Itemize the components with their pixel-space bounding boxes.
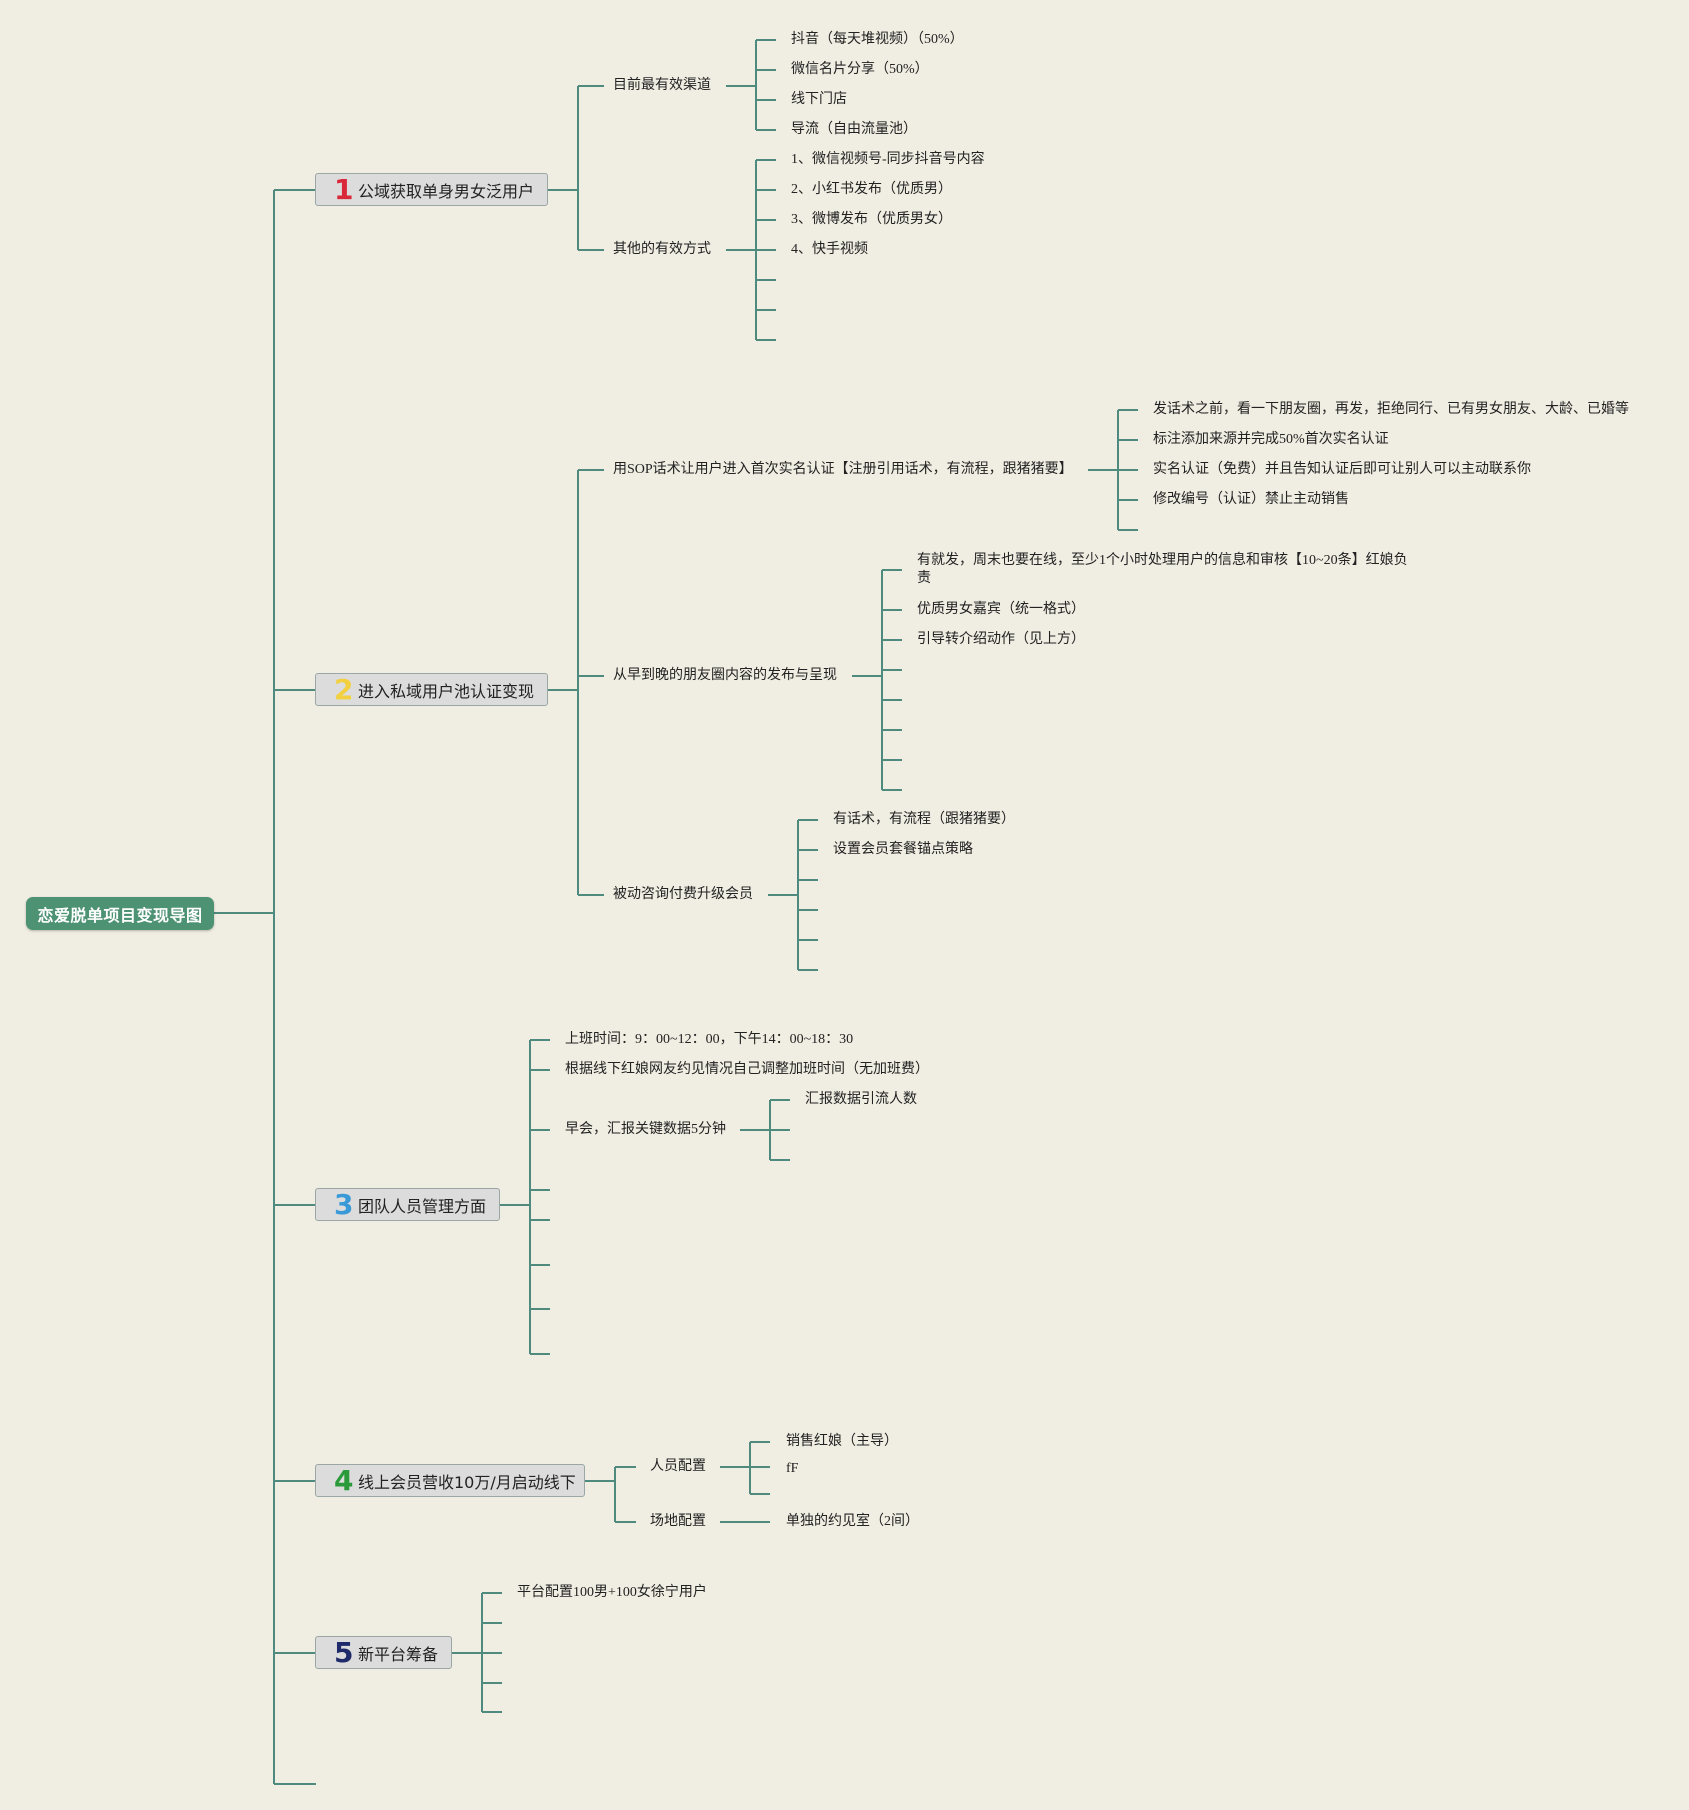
root-topic[interactable]: 恋爱脱单项目变现导图: [26, 897, 214, 930]
leaf-topic[interactable]: fF: [786, 1461, 799, 1476]
subtopic[interactable]: 根据线下红娘网友约见情况自己调整加班时间（无加班费）: [565, 1062, 929, 1077]
leaf-topic[interactable]: 微信名片分享（50%）: [791, 62, 929, 77]
leaf-topic[interactable]: 实名认证（免费）并且告知认证后即可让别人可以主动联系你: [1153, 462, 1531, 477]
leaf-topic[interactable]: 发话术之前，看一下朋友圈，再发，拒绝同行、已有男女朋友、大龄、已婚等: [1153, 402, 1629, 417]
leaf-topic[interactable]: 优质男女嘉宾（统一格式）: [917, 602, 1085, 617]
number-4-icon: 4: [334, 1463, 354, 1497]
number-3-icon: 3: [334, 1187, 354, 1221]
leaf-topic[interactable]: 汇报数据引流人数: [805, 1092, 917, 1107]
leaf-topic[interactable]: 标注添加来源并完成50%首次实名认证: [1153, 432, 1389, 447]
branch-3-title: 团队人员管理方面: [358, 1196, 487, 1216]
subtopic[interactable]: 人员配置: [650, 1459, 706, 1474]
subtopic[interactable]: 用SOP话术让用户进入首次实名认证【注册引用话术，有流程，跟猪猪要】: [613, 462, 1073, 477]
branch-1-title: 公域获取单身男女泛用户: [358, 181, 535, 201]
number-5-icon: 5: [334, 1635, 354, 1669]
leaf-topic[interactable]: 抖音（每天堆视频）（50%）: [791, 32, 964, 47]
branch-1-topic[interactable]: 1 公域获取单身男女泛用户: [315, 173, 548, 206]
subtopic[interactable]: 平台配置100男+100女徐宁用户: [517, 1585, 707, 1600]
number-1-icon: 1: [334, 172, 354, 206]
branch-4-topic[interactable]: 4 线上会员营收10万/月启动线下: [315, 1464, 585, 1497]
leaf-topic[interactable]: 2、小红书发布（优质男）: [791, 182, 952, 197]
leaf-topic[interactable]: 设置会员套餐锚点策略: [833, 842, 973, 857]
subtopic[interactable]: 场地配置: [650, 1514, 706, 1529]
leaf-topic[interactable]: 有就发，周末也要在线，至少1个小时处理用户的信息和审核【10~20条】红娘负责: [917, 553, 1408, 586]
number-2-icon: 2: [334, 672, 354, 706]
leaf-topic[interactable]: 修改编号（认证）禁止主动销售: [1153, 492, 1349, 507]
subtopic[interactable]: 上班时间：9：00~12：00，下午14：00~18：30: [565, 1032, 854, 1047]
leaf-topic[interactable]: 导流（自由流量池）: [791, 122, 917, 137]
leaf-topic[interactable]: 引导转介绍动作（见上方）: [917, 632, 1085, 647]
leaf-topic[interactable]: 线下门店: [791, 92, 847, 107]
leaf-topic[interactable]: 单独的约见室（2间）: [786, 1514, 919, 1529]
branch-2-topic[interactable]: 2 进入私域用户池认证变现: [315, 673, 548, 706]
leaf-topic[interactable]: 有话术，有流程（跟猪猪要）: [833, 812, 1015, 827]
branch-2-title: 进入私域用户池认证变现: [358, 681, 535, 701]
branch-5-topic[interactable]: 5 新平台筹备: [315, 1636, 452, 1669]
leaf-topic[interactable]: 1、微信视频号-同步抖音号内容: [791, 152, 985, 167]
subtopic[interactable]: 目前最有效渠道: [613, 78, 711, 93]
leaf-topic[interactable]: 3、微博发布（优质男女）: [791, 212, 952, 227]
subtopic[interactable]: 其他的有效方式: [613, 242, 711, 257]
subtopic[interactable]: 从早到晚的朋友圈内容的发布与呈现: [613, 668, 837, 683]
branch-3-topic[interactable]: 3 团队人员管理方面: [315, 1188, 500, 1221]
branch-5-title: 新平台筹备: [358, 1644, 439, 1664]
leaf-topic[interactable]: 销售红娘（主导）: [786, 1434, 898, 1449]
subtopic[interactable]: 被动咨询付费升级会员: [613, 887, 753, 902]
branch-4-title: 线上会员营收10万/月启动线下: [358, 1472, 576, 1492]
subtopic[interactable]: 早会，汇报关键数据5分钟: [565, 1122, 726, 1137]
leaf-topic[interactable]: 4、快手视频: [791, 242, 868, 257]
